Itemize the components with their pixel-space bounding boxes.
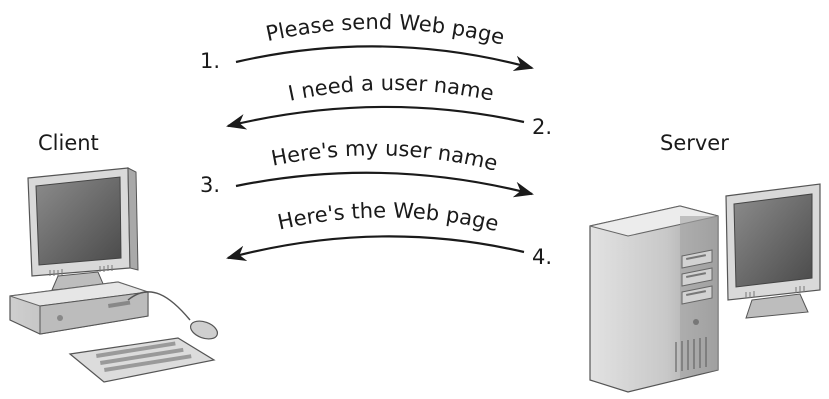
message-2-arrow: [226, 105, 525, 130]
message-1-number: 1.: [200, 49, 220, 73]
message-2-number: 2.: [532, 115, 552, 139]
message-4-label-path: Here's the Web page: [275, 198, 501, 236]
message-3-label-path: Here's my user name: [269, 136, 500, 175]
server-computer-icon: [589, 183, 821, 393]
client-computer-icon: [9, 167, 219, 383]
message-3-number: 3.: [200, 173, 220, 197]
message-2-label: I need a user name: [286, 71, 496, 106]
message-3-arrow: [235, 171, 534, 198]
message-2-label-path: I need a user name: [286, 71, 496, 106]
message-1-label-path: Please send Web page: [264, 10, 507, 50]
message-1-arrow: [235, 45, 534, 72]
message-4-label: Here's the Web page: [275, 198, 501, 236]
message-3-label: Here's my user name: [269, 136, 500, 175]
message-4-arrow: [226, 235, 525, 262]
server-label: Server: [660, 131, 729, 155]
message-4-number: 4.: [532, 245, 552, 269]
message-1-label: Please send Web page: [264, 10, 507, 50]
client-label: Client: [38, 131, 99, 155]
